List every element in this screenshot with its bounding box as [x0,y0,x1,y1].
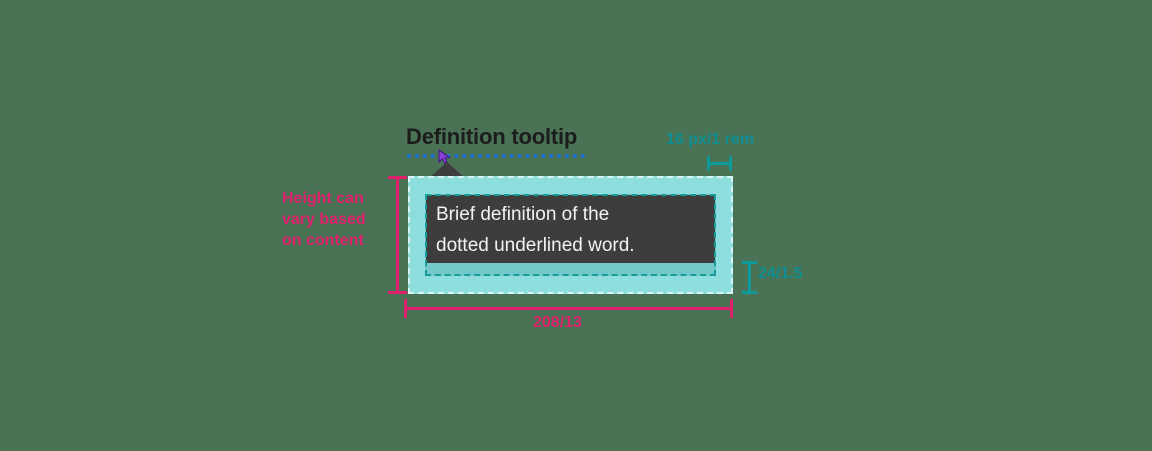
padding-strip-top [408,176,733,194]
tooltip-body: Brief definition of the dotted underline… [426,195,715,263]
height-annotation-label: Height can vary based on content [282,190,366,249]
line-height-dimension-shaft [748,262,751,294]
tooltip-arrow-icon [429,162,465,178]
width-dimension-cap-left [404,299,407,318]
height-dimension-shaft [396,177,399,293]
tooltip-text-line-2: dotted underlined word. [436,235,635,256]
padding-dimension-cap-right [729,156,732,171]
tooltip-text-line-1: Brief definition of the [436,204,610,225]
trigger-word-label: Definition tooltip [406,124,578,149]
width-annotation-label: 208/13 [533,314,582,331]
line-height-dimension-cap-bottom [742,291,757,294]
padding-dimension-cap-left [707,156,710,171]
padding-strip-left [408,194,425,276]
height-dimension-cap-top [388,176,407,179]
width-dimension-cap-right [730,299,733,318]
padding-strip-right [716,194,733,276]
height-dimension-cap-bottom [388,291,407,294]
line-height-annotation-label: 24/1.5 [758,265,803,282]
padding-annotation-label: 16 px/1 rem [666,131,755,148]
width-dimension-shaft [404,307,733,310]
padding-dimension-shaft [707,162,732,165]
dotted-underline [407,150,585,158]
line-height-dimension-cap-top [742,261,757,264]
padding-strip-bottom [408,276,733,294]
